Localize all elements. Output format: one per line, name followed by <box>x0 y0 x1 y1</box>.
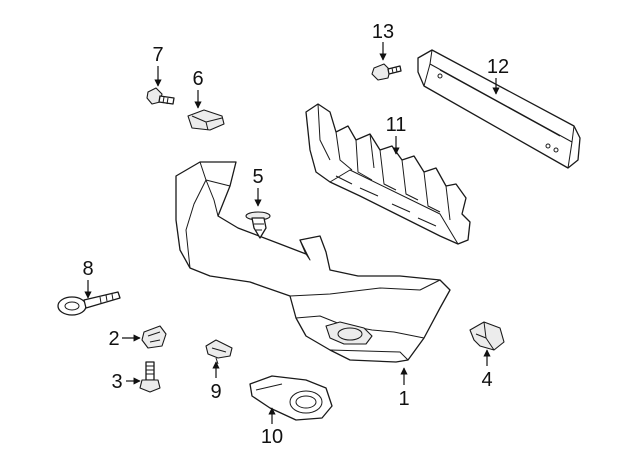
callout-1: 1 <box>398 388 409 410</box>
nut-clip-2-part[interactable] <box>141 325 167 349</box>
callout-6: 6 <box>192 68 203 90</box>
callout-11: 11 <box>386 114 407 136</box>
push-clip-5-part[interactable] <box>245 211 271 239</box>
callout-7: 7 <box>152 44 163 66</box>
clip-9-part[interactable] <box>205 339 233 365</box>
callout-10: 10 <box>261 426 283 448</box>
energy-absorber-part[interactable] <box>305 103 471 245</box>
reinforcement-bar-part[interactable] <box>417 49 581 169</box>
callout-3: 3 <box>111 371 122 393</box>
leader-arrows <box>84 42 500 424</box>
bolt-3-part[interactable] <box>139 361 161 393</box>
callout-5: 5 <box>252 166 263 188</box>
bolt-7-part[interactable] <box>146 87 175 105</box>
bumper-cover-part[interactable] <box>175 161 451 363</box>
tow-hook-8-part[interactable] <box>57 291 121 316</box>
callout-2: 2 <box>108 328 119 350</box>
callout-12: 12 <box>487 56 509 78</box>
callout-9: 9 <box>210 381 221 403</box>
bracket-6-part[interactable] <box>187 109 225 131</box>
bolt-13-part[interactable] <box>371 63 402 81</box>
callout-13: 13 <box>372 21 394 43</box>
bracket-4-part[interactable] <box>469 321 505 351</box>
fog-lamp-bezel-10-part[interactable] <box>249 375 333 421</box>
callout-8: 8 <box>82 258 93 280</box>
callout-4: 4 <box>481 369 492 391</box>
